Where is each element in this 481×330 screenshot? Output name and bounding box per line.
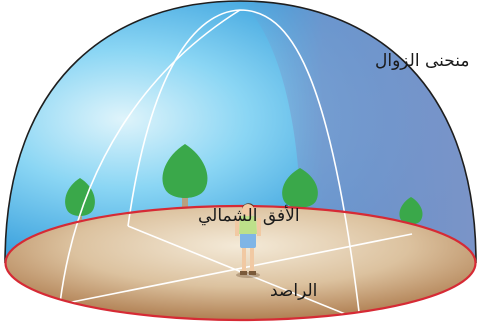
- meridian-arc: [127, 9, 361, 321]
- observer-label: الراصد: [270, 281, 317, 301]
- sky-arc: [59, 9, 241, 304]
- sky-dome: [4, 0, 477, 264]
- meridian-label: منحنى الزوال: [375, 51, 469, 71]
- north-horizon-label: الأفق الشمالي: [198, 205, 300, 226]
- tree-icon: [65, 178, 95, 232]
- person-icon: [235, 203, 261, 278]
- horizon-circle: [4, 204, 477, 322]
- ground-line-ne: [61, 233, 413, 305]
